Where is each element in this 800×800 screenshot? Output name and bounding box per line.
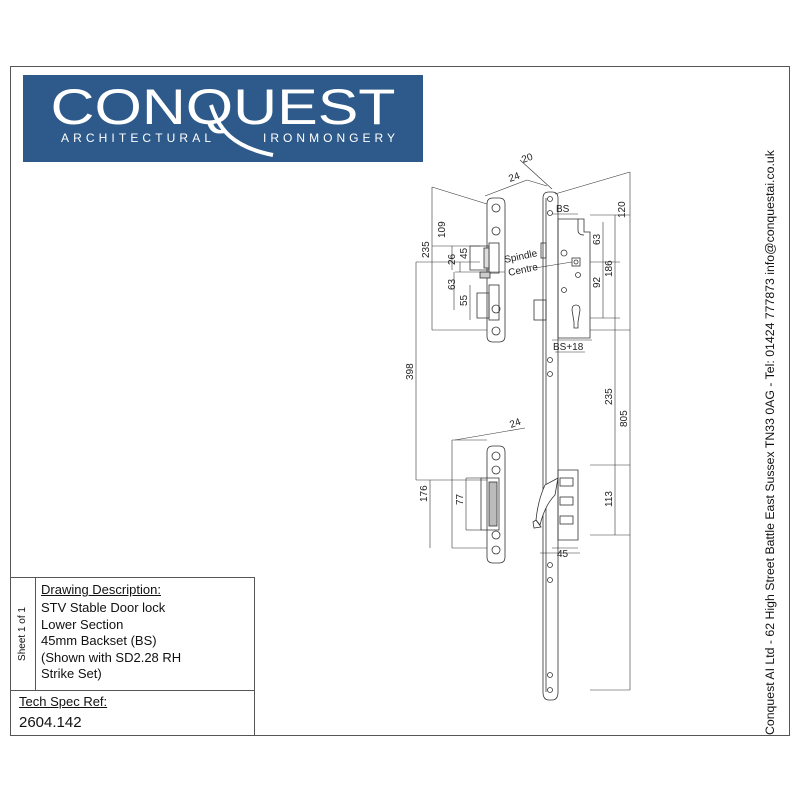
dim-92: 92 — [592, 276, 603, 288]
dim-63-left: 63 — [447, 278, 458, 290]
conquest-logo: CONQUEST ARCHITECTURAL IRONMONGERY — [23, 75, 423, 162]
dim-55: 55 — [459, 294, 470, 306]
logo-tagline-left: ARCHITECTURAL — [61, 131, 211, 145]
dim-45-bottom: 45 — [557, 549, 569, 560]
dim-186: 186 — [604, 260, 615, 277]
dim-398: 398 — [405, 363, 416, 380]
dim-45-left: 45 — [459, 247, 470, 259]
dim-805: 805 — [619, 410, 630, 427]
label-bs-18: BS+18 — [553, 342, 584, 353]
description-box: Sheet 1 of 1 Drawing Description: STV St… — [10, 577, 255, 736]
description-divider — [11, 690, 254, 691]
dim-20: 20 — [520, 152, 535, 166]
dim-24-mid: 24 — [508, 417, 523, 431]
lower-strike-plate — [480, 445, 506, 564]
dim-24-top: 24 — [507, 171, 522, 185]
dimension-labels: 20 24 109 235 45 26 63 55 120 63 186 92 … — [405, 152, 630, 560]
dim-26: 26 — [447, 253, 458, 265]
dim-77: 77 — [455, 493, 466, 505]
dim-120: 120 — [617, 201, 628, 218]
dim-109: 109 — [437, 221, 448, 238]
description-line: Lower Section — [41, 616, 124, 632]
dim-176: 176 — [419, 485, 430, 502]
label-bs: BS — [556, 204, 570, 215]
dim-113: 113 — [604, 491, 615, 507]
dim-235-right: 235 — [604, 388, 615, 405]
description-line: (Shown with SD2.28 RH — [41, 649, 182, 665]
description-title: Drawing Description: — [41, 582, 161, 597]
dim-63-right: 63 — [592, 233, 603, 245]
description-line: 45mm Backset (BS) — [41, 633, 157, 648]
logo-swoosh — [209, 104, 274, 157]
description-line: STV Stable Door lock — [41, 600, 166, 615]
tech-spec-label: Tech Spec Ref: — [19, 694, 108, 709]
upper-strike-plate — [469, 197, 506, 343]
description-line: Strike Set) — [41, 666, 102, 681]
logo-tagline-right: IRONMONGERY — [263, 131, 395, 145]
drawing-sheet-border — [10, 66, 790, 736]
dimension-lines — [415, 159, 631, 691]
lock-case — [533, 218, 591, 339]
description-lines: STV Stable Door lock Lower Section 45mm … — [41, 600, 181, 683]
dim-235-left: 235 — [421, 241, 432, 258]
sheet-cell — [11, 578, 36, 690]
main-faceplate — [540, 191, 559, 701]
logo-background — [23, 75, 423, 162]
tech-spec-value: 2604.142 — [19, 714, 82, 731]
lower-hook-bolt — [532, 469, 579, 541]
